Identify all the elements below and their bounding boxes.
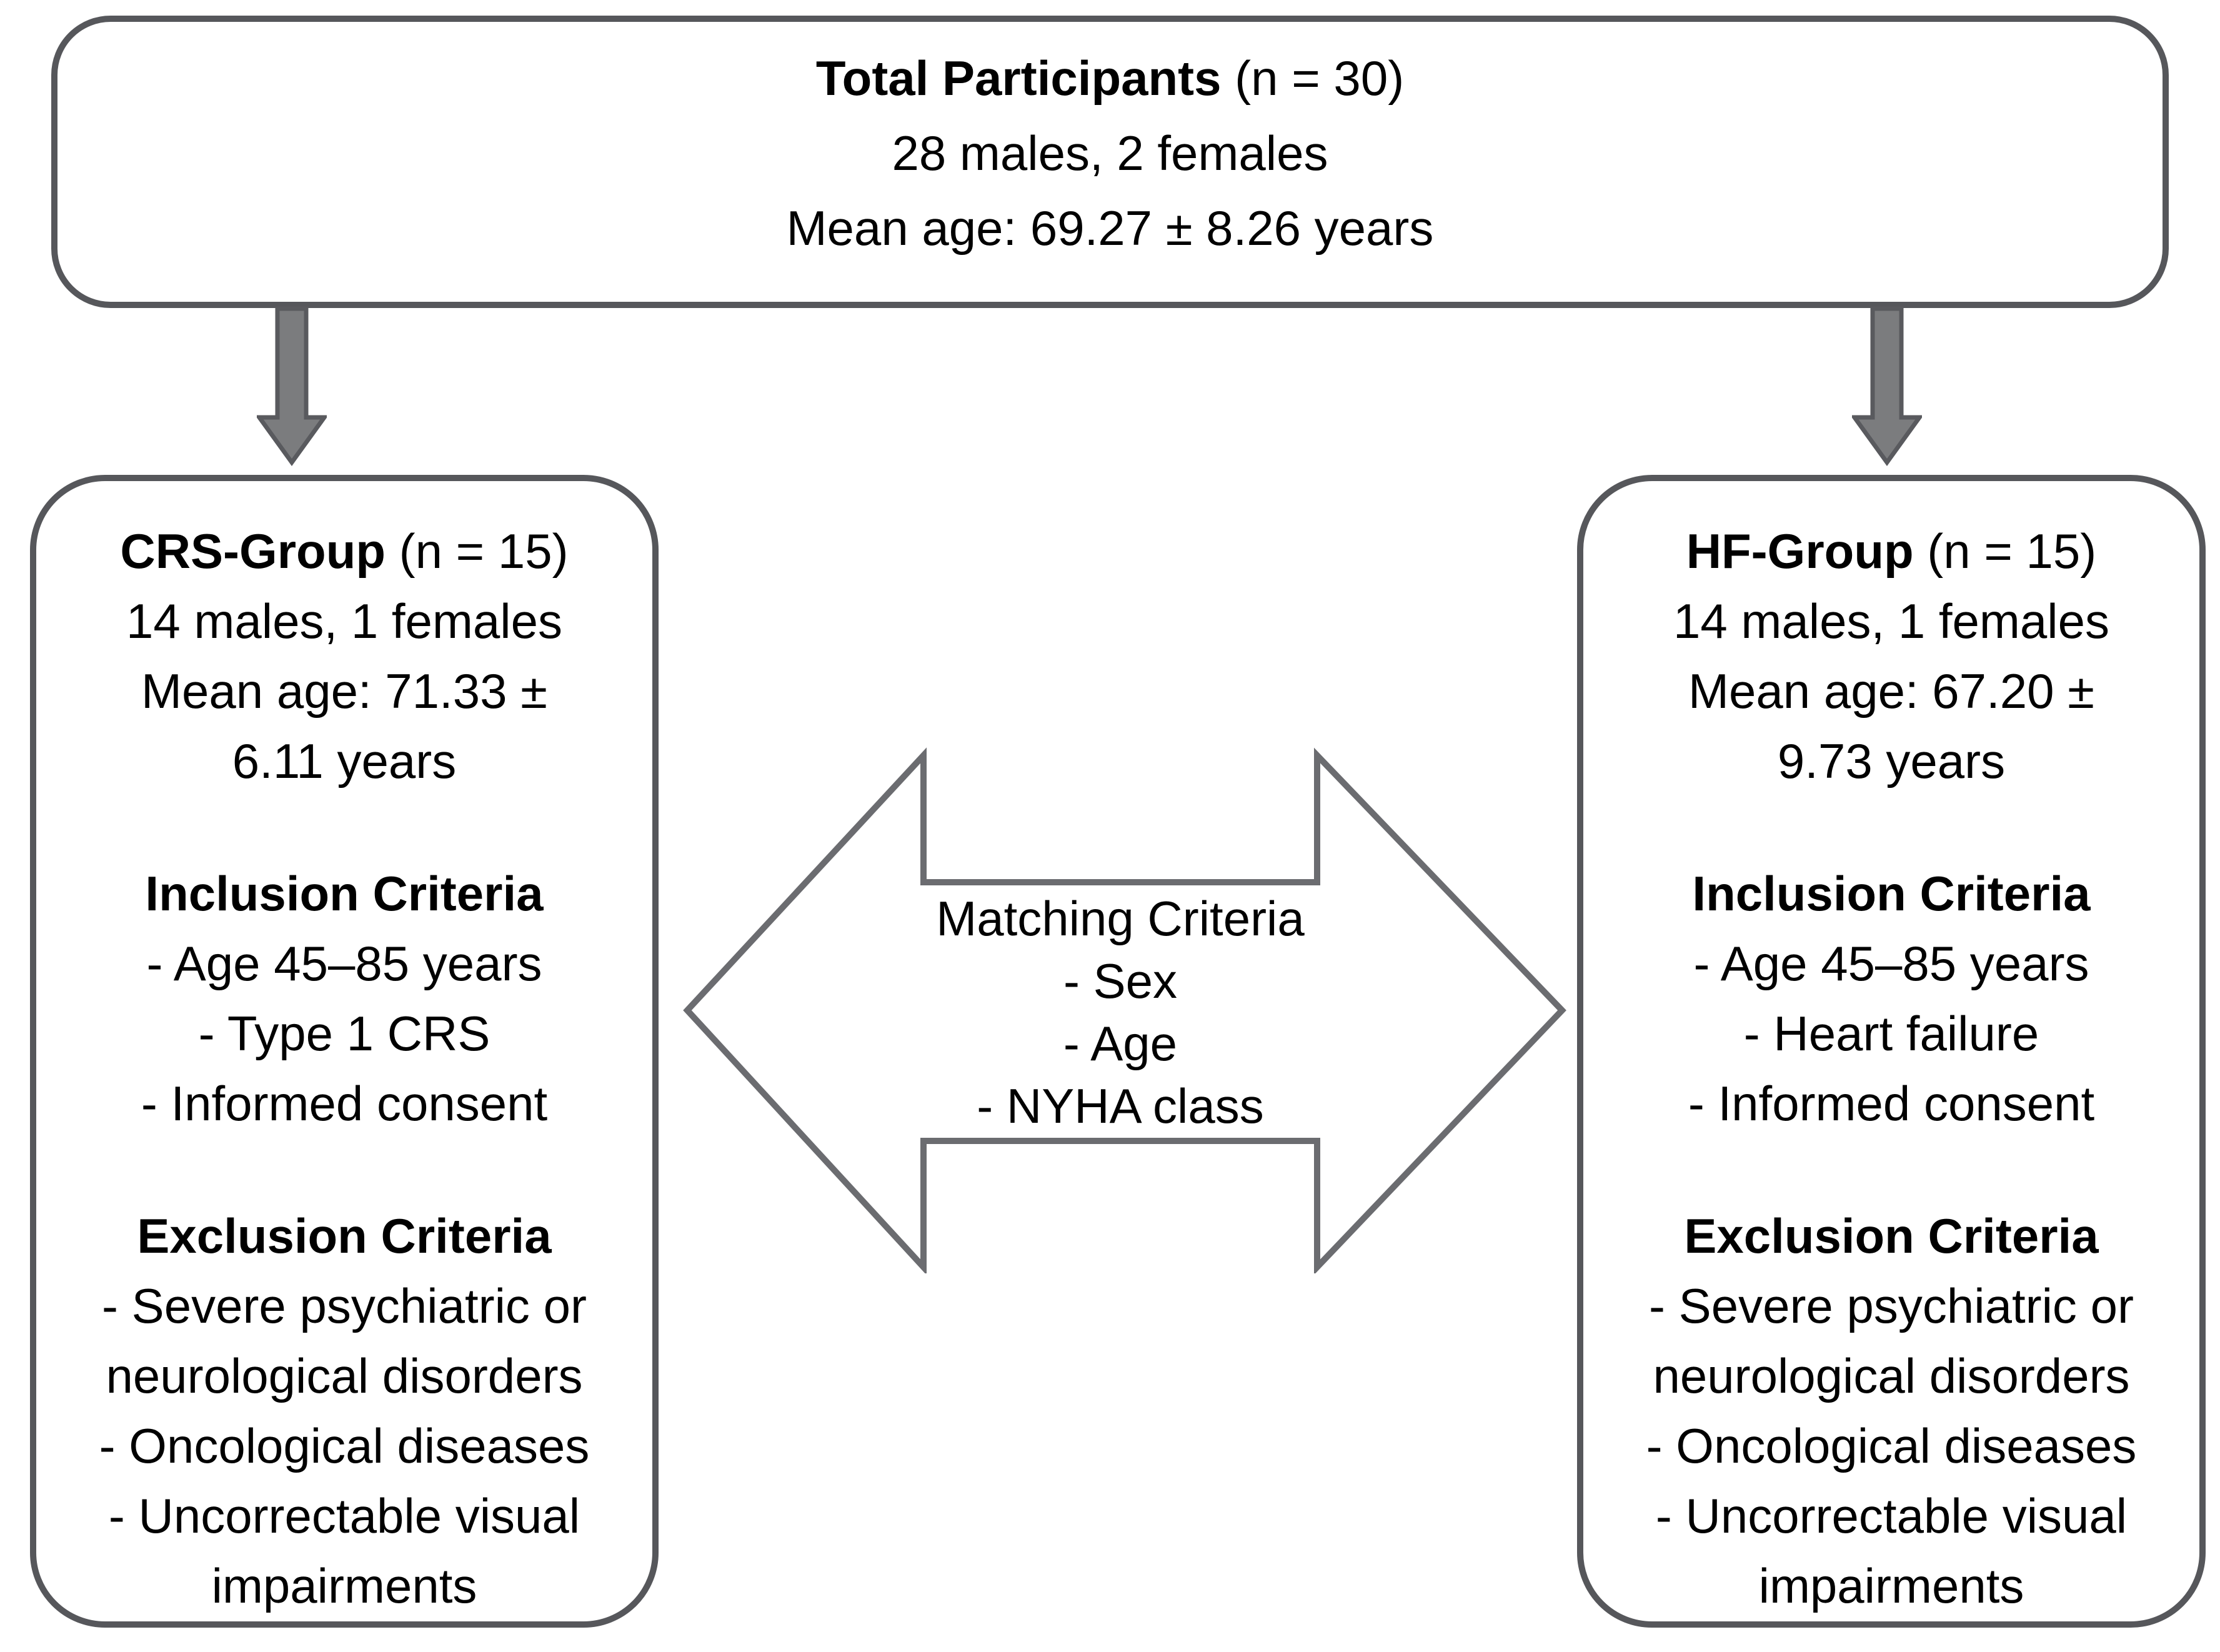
total-participants-sex-line: 28 males, 2 females bbox=[892, 126, 1328, 181]
double-arrow-icon bbox=[683, 747, 1566, 1273]
matching-criteria-item: - NYHA class bbox=[977, 1078, 1264, 1133]
crs-group-title: CRS-Group (n = 15) bbox=[36, 516, 652, 586]
hf-group-title: HF-Group (n = 15) bbox=[1583, 516, 2199, 586]
down-arrow-icon bbox=[1852, 306, 1922, 466]
hf-demographics-line: Mean age: 67.20 ± bbox=[1688, 664, 2094, 719]
crs-group-title-bold: CRS-Group bbox=[120, 524, 386, 579]
hf-exclusion-item: impairments bbox=[1758, 1558, 2024, 1613]
hf-demographics-line: 9.73 years bbox=[1777, 734, 2006, 789]
matching-criteria: Matching Criteria - Sex - Age - NYHA cla… bbox=[870, 887, 1370, 1137]
crs-demographics-line: 6.11 years bbox=[232, 734, 457, 789]
hf-exclusion-item: - Uncorrectable visual bbox=[1655, 1488, 2128, 1543]
hf-exclusion-item: neurological disorders bbox=[1653, 1348, 2130, 1403]
crs-exclusion-item: - Uncorrectable visual bbox=[108, 1488, 580, 1543]
crs-exclusion-item: - Severe psychiatric or bbox=[102, 1278, 587, 1333]
crs-group-box: CRS-Group (n = 15) 14 males, 1 females M… bbox=[30, 475, 659, 1628]
crs-inclusion-item: - Age 45–85 years bbox=[146, 936, 542, 991]
crs-exclusion-item: neurological disorders bbox=[106, 1348, 583, 1403]
down-arrow-icon bbox=[257, 306, 327, 466]
crs-group-title-suffix: (n = 15) bbox=[385, 524, 569, 579]
crs-inclusion-item: - Informed consent bbox=[141, 1076, 548, 1131]
matching-criteria-item: - Sex bbox=[1063, 953, 1178, 1008]
hf-exclusion-item: - Oncological diseases bbox=[1646, 1418, 2137, 1473]
total-participants-age-line: Mean age: 69.27 ± 8.26 years bbox=[786, 201, 1434, 256]
hf-group-box: HF-Group (n = 15) 14 males, 1 females Me… bbox=[1577, 475, 2206, 1628]
crs-inclusion-header: Inclusion Criteria bbox=[145, 866, 544, 921]
hf-inclusion-header: Inclusion Criteria bbox=[1692, 866, 2091, 921]
hf-group-title-bold: HF-Group bbox=[1686, 524, 1914, 579]
crs-exclusion-header: Exclusion Criteria bbox=[137, 1208, 552, 1263]
hf-inclusion-item: - Informed consent bbox=[1688, 1076, 2095, 1131]
matching-criteria-header: Matching Criteria bbox=[936, 891, 1305, 946]
crs-inclusion-item: - Type 1 CRS bbox=[198, 1006, 490, 1061]
crs-demographics-line: Mean age: 71.33 ± bbox=[141, 664, 547, 719]
total-participants-box: Total Participants (n = 30) 28 males, 2 … bbox=[51, 16, 2169, 308]
crs-exclusion-item: - Oncological diseases bbox=[99, 1418, 590, 1473]
total-participants-title-suffix: (n = 30) bbox=[1221, 51, 1405, 106]
total-participants-title: Total Participants (n = 30) bbox=[816, 41, 1404, 116]
hf-demographics-line: 14 males, 1 females bbox=[1673, 594, 2109, 649]
hf-group-title-suffix: (n = 15) bbox=[1913, 524, 2097, 579]
matching-criteria-item: - Age bbox=[1063, 1016, 1178, 1071]
hf-inclusion-item: - Age 45–85 years bbox=[1693, 936, 2089, 991]
hf-inclusion-item: - Heart failure bbox=[1743, 1006, 2039, 1061]
crs-demographics-line: 14 males, 1 females bbox=[126, 594, 562, 649]
hf-exclusion-item: - Severe psychiatric or bbox=[1649, 1278, 2134, 1333]
crs-exclusion-item: impairments bbox=[211, 1558, 477, 1613]
hf-exclusion-header: Exclusion Criteria bbox=[1684, 1208, 2099, 1263]
total-participants-title-bold: Total Participants bbox=[815, 51, 1222, 106]
